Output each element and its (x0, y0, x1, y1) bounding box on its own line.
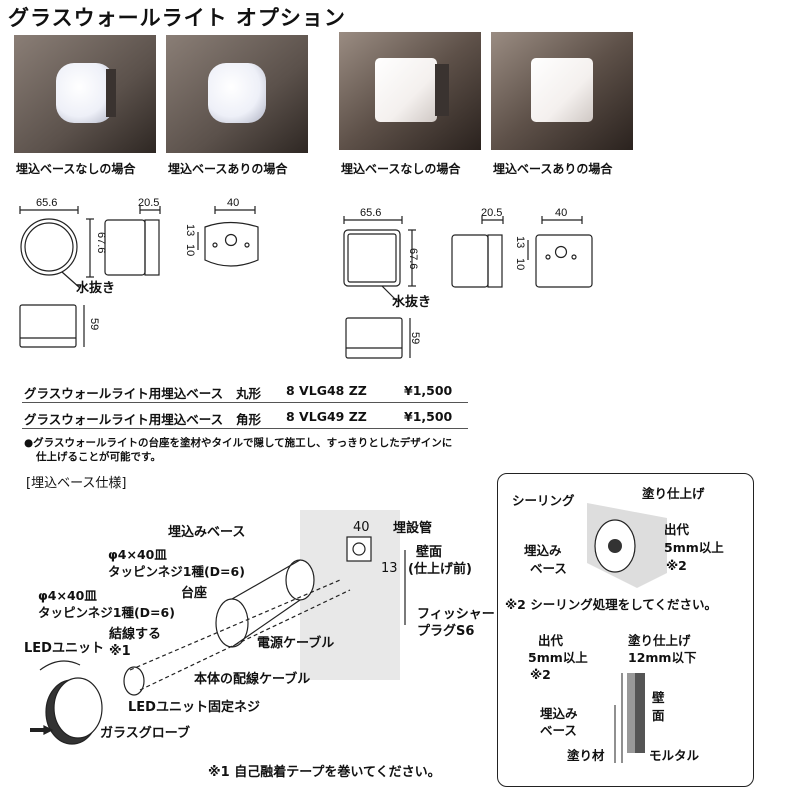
round-dimension-drawing (19, 206, 259, 348)
label-wall: 壁 (652, 690, 665, 705)
detail-diagram (587, 503, 667, 763)
dim-body-height: 59 (409, 332, 421, 345)
dim-base-width: 40 (227, 197, 240, 209)
label-wiring-cable: 本体の配線ケーブル (194, 672, 311, 687)
photo-caption: 埋込ベースありの場合 (493, 162, 613, 176)
dim-width: 65.6 (36, 197, 58, 209)
spec-heading: [埋込ベース仕様] (26, 476, 127, 491)
label-power-cable: 電源ケーブル (257, 636, 335, 651)
photo-caption: 埋込ベースありの場合 (168, 162, 288, 176)
label-bind: 結線する (109, 627, 162, 642)
dim-base-width: 40 (555, 207, 568, 219)
label-plug: プラグS6 (417, 624, 475, 639)
label-screw: タッピンネジ1種(D=6) (108, 564, 245, 579)
detail-box (497, 473, 754, 787)
dim-10: 10 (514, 258, 526, 271)
product-code: 8 VLG49 ZZ (286, 409, 367, 424)
product-name: グラスウォールライト用埋込ベース (24, 412, 224, 427)
installation-diagram (30, 510, 406, 745)
label-conduit: 埋設管 (393, 521, 433, 536)
label-wall: 壁面 (416, 545, 443, 560)
label-screw: タッピンネジ1種(D=6) (38, 605, 175, 620)
footnote: ※1 自己融着テープを巻いてください。 (208, 765, 441, 780)
dim-10: 10 (184, 244, 196, 257)
dim-13: 13 (184, 224, 196, 237)
label-protrude: 5mm以上 (528, 650, 588, 665)
label-finish: 塗り仕上げ (642, 486, 705, 501)
product-price: ¥1,500 (404, 409, 453, 424)
label-finish: 12mm以下 (628, 650, 697, 665)
label-screw: φ4×40皿 (38, 588, 97, 603)
divider (22, 402, 468, 403)
photo-caption: 埋込ベースなしの場合 (16, 162, 136, 176)
label-led-screw: LEDユニット固定ネジ (128, 700, 260, 715)
dim-13: 13 (381, 561, 398, 576)
photo-caption: 埋込ベースなしの場合 (341, 162, 461, 176)
note-2: ※2 シーリング処理をしてください。 (505, 597, 717, 612)
product-code: 8 VLG48 ZZ (286, 383, 367, 398)
label-coat: 塗り材 (567, 748, 605, 763)
label-wall: (仕上げ前) (408, 562, 472, 577)
square-dimension-drawing (343, 216, 593, 359)
label-wall: 面 (652, 708, 665, 723)
dim-width: 65.6 (360, 207, 382, 219)
label-finish: 塗り仕上げ (628, 633, 691, 648)
dim-height: 67.6 (407, 248, 419, 270)
dim-depth: 20.5 (481, 207, 503, 219)
label-protrude: 5mm以上 (664, 540, 724, 555)
label-mortar: モルタル (649, 748, 700, 763)
dim-body-height: 59 (88, 318, 100, 331)
label-led-unit: LEDユニット (24, 641, 104, 656)
product-shape: 丸形 (236, 386, 262, 401)
label-sealing: シーリング (512, 493, 575, 508)
divider (22, 428, 468, 429)
dim-13: 13 (514, 236, 526, 249)
drain-label: 水抜き (76, 281, 116, 296)
label-embed: 埋込み (540, 706, 578, 721)
product-name: グラスウォールライト用埋込ベース (24, 386, 224, 401)
product-shape: 角形 (236, 412, 262, 427)
label-glass-globe: ガラスグローブ (100, 726, 190, 741)
photo-round-with-base (166, 35, 308, 153)
label-protrude: 出代 (664, 522, 690, 537)
label-embed: ベース (530, 561, 567, 576)
label-protrude: 出代 (538, 633, 564, 648)
dim-40: 40 (353, 520, 370, 535)
label-embed-base: 埋込みベース (168, 525, 246, 540)
product-price: ¥1,500 (404, 383, 453, 398)
dim-depth: 20.5 (138, 197, 160, 209)
label-protrude: ※2 (666, 558, 687, 573)
label-screw: φ4×40皿 (108, 547, 167, 562)
drain-label: 水抜き (392, 295, 432, 310)
photo-square-with-base (491, 32, 633, 150)
note-line: ●グラスウォールライトの台座を塗材やタイルで隠して施工し、すっきりとしたデザイン… (24, 437, 453, 449)
page-title: グラスウォールライト オプション (8, 6, 346, 30)
label-embed: ベース (540, 723, 577, 738)
label-bind: ※1 (109, 644, 131, 659)
label-protrude: ※2 (530, 667, 551, 682)
label-embed: 埋込み (524, 543, 562, 558)
dim-height: 67.6 (95, 232, 107, 254)
label-pedestal: 台座 (181, 586, 208, 601)
label-plug: フィッシャー (417, 607, 495, 622)
note-line: 仕上げることが可能です。 (36, 451, 161, 463)
photo-square-no-base (339, 32, 481, 150)
photo-round-no-base (14, 35, 156, 153)
